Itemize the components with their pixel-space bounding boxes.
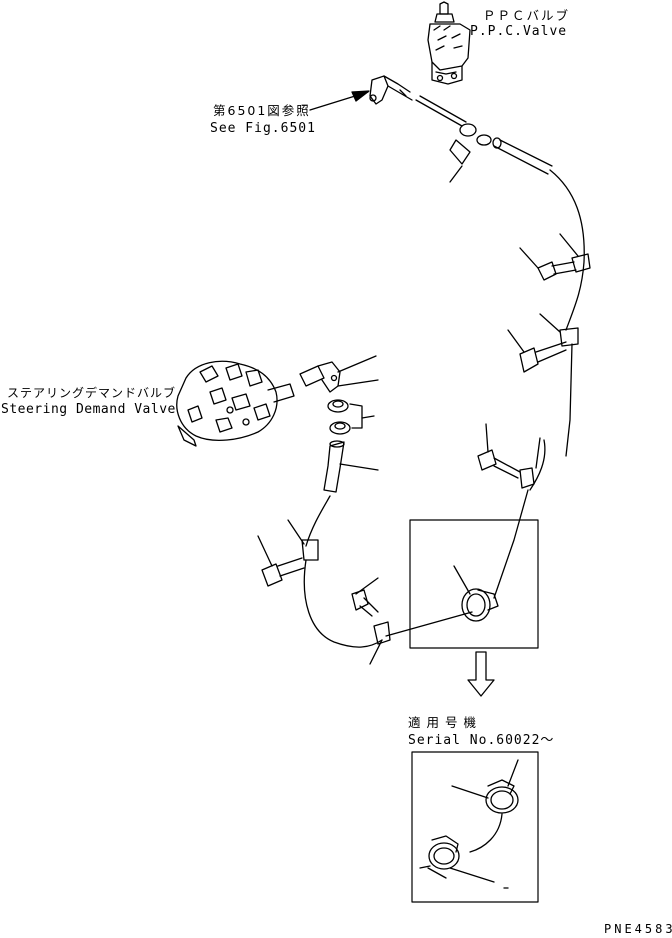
clamp-left (257, 519, 383, 648)
hose-ppc (415, 95, 492, 183)
see-fig-label-en: See Fig.6501 (210, 121, 316, 136)
hose-band-clamp-upper (453, 565, 499, 622)
hose-segment-upper (492, 137, 585, 331)
clamp-middle (507, 313, 579, 457)
page-code: PNE4583 (604, 922, 672, 936)
detail-box-upper (409, 519, 539, 649)
ppc-valve-label-jp: ＰＰＣバルブ (483, 8, 571, 23)
ppc-valve-label-en: P.P.C.Valve (470, 24, 568, 39)
steering-valve-label-jp: ステアリングデマンドバルブ (7, 386, 177, 400)
elbow-fitting-ppc (369, 75, 413, 105)
detail-box-lower (411, 751, 539, 903)
steering-valve-label-en: Steering Demand Valve (1, 402, 176, 417)
ppc-valve-drawing (427, 1, 471, 85)
steering-valve-drawing (176, 360, 295, 447)
clamp-lower-right (477, 423, 546, 599)
clamp-bottom (351, 577, 473, 665)
hose-segment-left (305, 440, 379, 547)
hose-band-clamp-lower (419, 759, 519, 889)
serial-label-jp: 適用号機 (408, 715, 483, 730)
hose-clamp-rings (327, 399, 375, 435)
down-arrow (467, 651, 495, 697)
see-fig-label-jp: 第6501図参照 (213, 103, 311, 118)
serial-label-en: Serial No.60022～ (408, 733, 555, 748)
elbow-fitting-steering (299, 355, 379, 393)
clamp-upper (519, 233, 591, 281)
